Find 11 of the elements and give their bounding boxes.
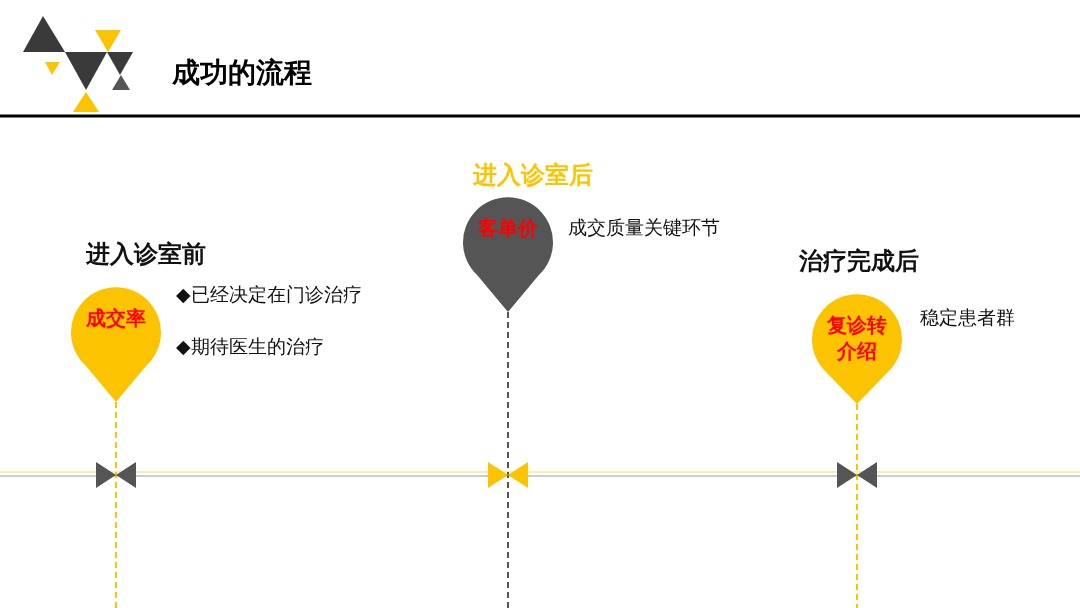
stage-heading: 进入诊室前 — [86, 239, 206, 270]
description-text: 稳定患者群 — [920, 305, 1016, 330]
pin-label: 复诊转介绍 — [826, 312, 888, 364]
stage-heading: 治疗完成后 — [799, 246, 919, 277]
stage-heading: 进入诊室后 — [473, 160, 593, 191]
page-title: 成功的流程 — [172, 55, 312, 91]
pin-label: 客单价 — [477, 215, 539, 241]
description-text: ◆已经决定在门诊治疗 — [176, 282, 363, 307]
description-text: 成交质量关键环节 — [568, 215, 721, 240]
description-text: ◆期待医生的治疗 — [176, 334, 325, 359]
pin-label: 成交率 — [85, 305, 147, 331]
